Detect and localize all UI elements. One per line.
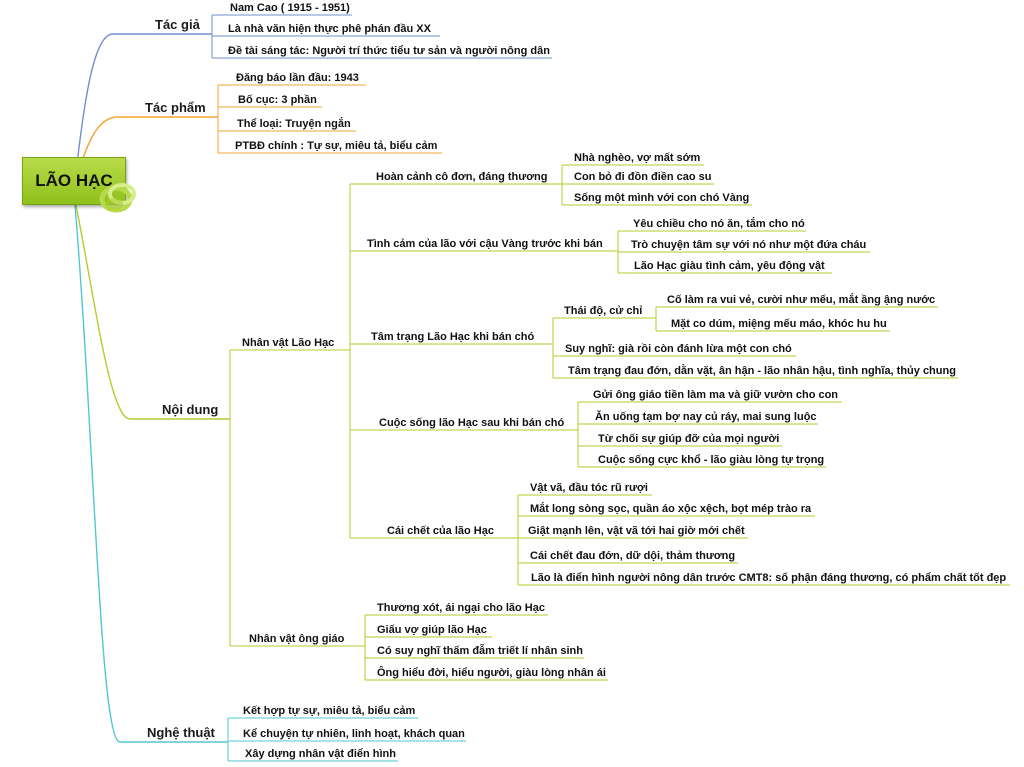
art-item-2[interactable]: Kể chuyện tự nhiên, linh hoạt, khách qua… <box>243 728 465 740</box>
tinh-cam-label[interactable]: Tình cảm của lão với cậu Vàng trước khi … <box>367 238 603 250</box>
tinh-cam-item-2[interactable]: Trò chuyện tâm sự với nó như một đứa chá… <box>631 239 867 251</box>
cuoc-song-item-1[interactable]: Gửi ông giáo tiền làm ma và giữ vườn cho… <box>593 389 839 401</box>
root-label: LÃO HẠC <box>35 171 113 190</box>
work-item-2[interactable]: Bố cục: 3 phần <box>238 94 317 106</box>
tinh-cam-item-3[interactable]: Lão Hạc giàu tình cảm, yêu động vật <box>634 260 825 272</box>
character-ong-giao[interactable]: Nhân vật ông giáo <box>249 633 345 645</box>
hoan-canh-item-3[interactable]: Sống một mình với con chó Vàng <box>574 192 750 204</box>
tam-trang-label[interactable]: Tâm trạng Lão Hạc khi bán chó <box>371 331 535 343</box>
art-item-1[interactable]: Kết hợp tự sự, miêu tả, biểu cảm <box>243 705 416 717</box>
art-item-3[interactable]: Xây dựng nhân vật điển hình <box>245 748 396 760</box>
branch-content[interactable]: Nội dung <box>162 402 219 417</box>
connector-line <box>74 199 230 420</box>
connector-line <box>74 33 212 183</box>
cai-chet-item-3[interactable]: Giật mạnh lên, vật vã tới hai giờ mới ch… <box>528 525 745 537</box>
author-item-3[interactable]: Đề tài sáng tác: Người trí thức tiểu tư … <box>228 45 550 57</box>
branch-author[interactable]: Tác giả <box>155 17 200 32</box>
work-item-4[interactable]: PTBĐ chính : Tự sự, miêu tả, biểu cảm <box>235 140 438 152</box>
tam-trang-item-1[interactable]: Suy nghĩ: già rồi còn đánh lừa một con c… <box>565 343 792 355</box>
cai-chet-item-5[interactable]: Lão là điển hình người nông dân trước CM… <box>531 572 1007 584</box>
root-decoration-icon <box>99 183 136 213</box>
cuoc-song-label[interactable]: Cuộc sống lão Hạc sau khi bán chó <box>379 417 565 429</box>
ong-giao-item-1[interactable]: Thương xót, ái ngại cho lão Hạc <box>377 602 545 614</box>
hoan-canh-label[interactable]: Hoàn cảnh cô đơn, đáng thương <box>376 171 548 183</box>
cai-chet-label[interactable]: Cái chết của lão Hạc <box>387 525 494 537</box>
branch-art[interactable]: Nghệ thuật <box>147 725 215 740</box>
tinh-cam-item-1[interactable]: Yêu chiều cho nó ăn, tắm cho nó <box>633 218 805 230</box>
hoan-canh-item-2[interactable]: Con bỏ đi đồn điền cao su <box>574 171 712 183</box>
cuoc-song-item-3[interactable]: Từ chối sự giúp đỡ của mọi người <box>598 433 780 445</box>
connector-line <box>74 204 228 743</box>
work-item-1[interactable]: Đăng báo lần đầu: 1943 <box>236 72 359 84</box>
branch-work[interactable]: Tác phẩm <box>145 100 206 115</box>
cuoc-song-item-4[interactable]: Cuộc sống cực khổ - lão giàu lòng tự trọ… <box>598 454 825 466</box>
cai-chet-item-4[interactable]: Cái chết đau đớn, dữ dội, thảm thương <box>530 550 736 562</box>
tam-trang-item-2[interactable]: Tâm trạng đau đớn, dằn vặt, ân hận - lão… <box>568 365 956 377</box>
author-item-2[interactable]: Là nhà văn hiện thực phê phán đầu XX <box>228 23 431 35</box>
thai-do-item-1[interactable]: Cố làm ra vui vẻ, cười như mếu, mắt ầng … <box>667 294 936 306</box>
cai-chet-item-2[interactable]: Mắt long sòng sọc, quần áo xộc xệch, bọt… <box>530 503 812 515</box>
ong-giao-item-4[interactable]: Ông hiểu đời, hiểu người, giàu lòng nhân… <box>377 667 606 679</box>
cai-chet-item-1[interactable]: Vật vã, đầu tóc rũ rượi <box>530 482 648 494</box>
ong-giao-item-2[interactable]: Giấu vợ giúp lão Hạc <box>377 624 487 636</box>
character-lao-hac[interactable]: Nhân vật Lão Hạc <box>242 337 335 349</box>
thai-do-item-2[interactable]: Mặt co dúm, miệng mếu máo, khóc hu hu <box>671 318 887 330</box>
author-item-1[interactable]: Nam Cao ( 1915 - 1951) <box>230 2 350 14</box>
hoan-canh-item-1[interactable]: Nhà nghèo, vợ mất sớm <box>574 152 701 164</box>
root-node[interactable]: LÃO HẠC <box>22 157 126 205</box>
ong-giao-item-3[interactable]: Có suy nghĩ thấm đẫm triết lí nhân sinh <box>377 645 583 657</box>
cuoc-song-item-2[interactable]: Ăn uống tạm bợ nay củ ráy, mai sung luộc <box>595 411 817 423</box>
thai-do-label[interactable]: Thái độ, cử chỉ <box>564 305 643 317</box>
work-item-3[interactable]: Thể loại: Truyện ngắn <box>237 118 351 130</box>
